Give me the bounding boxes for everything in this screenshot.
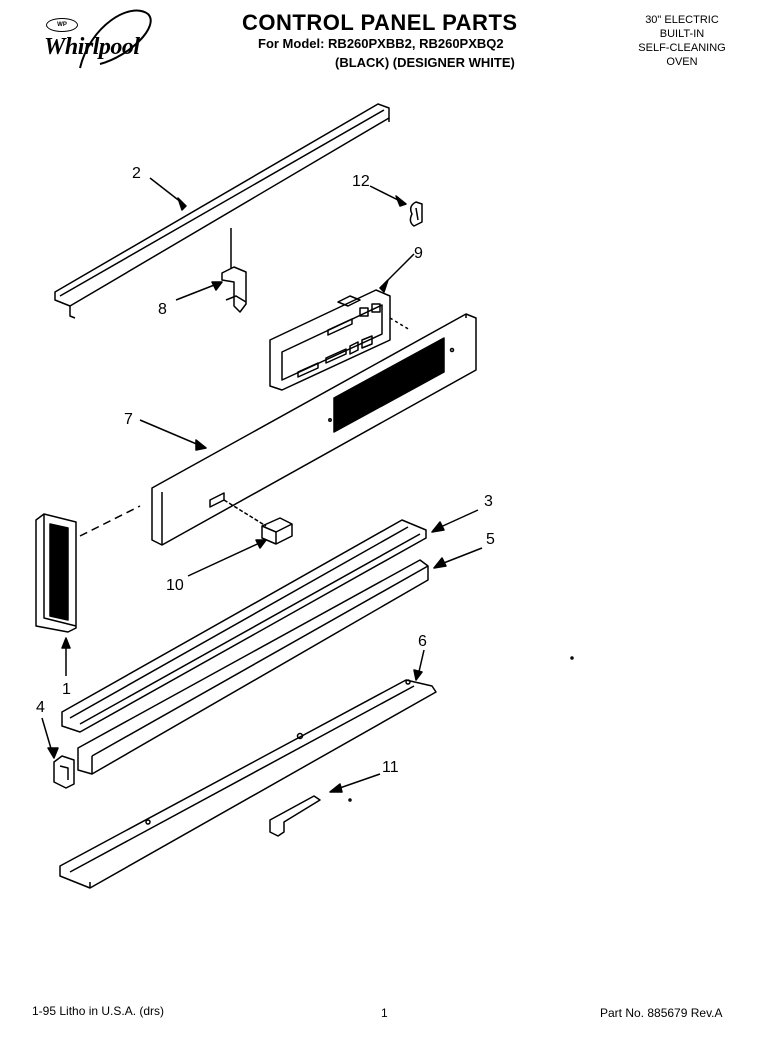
callout-7: 7: [124, 411, 133, 428]
page-number: 1: [381, 1006, 388, 1020]
part-6-bottom-channel: [59, 679, 437, 889]
callout-6: 6: [418, 633, 427, 650]
whirlpool-logo: WP Whirlpool: [20, 6, 180, 76]
callout-8: 8: [158, 301, 167, 318]
litho-note: 1-95 Litho in U.S.A. (drs): [32, 1004, 165, 1018]
part-10-switch: [223, 499, 293, 545]
oven-info: 30" ELECTRIC BUILT-IN SELF-CLEANING OVEN: [630, 13, 734, 69]
callout-3: 3: [484, 493, 493, 510]
callout-10: 10: [166, 577, 184, 594]
logo-swoosh: [79, 9, 152, 69]
part-3-upper-rail: [61, 519, 427, 733]
logo-badge: WP: [46, 18, 78, 32]
callout-9: 9: [414, 245, 423, 262]
callout-12: 12: [352, 173, 370, 190]
callout-leaders: [41, 177, 574, 802]
part-7-control-panel: [151, 313, 477, 546]
part-9-control-overlay: [269, 289, 411, 391]
page-title: CONTROL PANEL PARTS: [242, 10, 518, 35]
part-11-small-bracket: [269, 795, 321, 837]
callout-1: 1: [62, 681, 71, 698]
part-number: Part No. 885679 Rev.A: [600, 1006, 723, 1020]
logo-wordmark: Whirlpool: [44, 34, 140, 60]
model-line: For Model: RB260PXBB2, RB260PXBQ2: [258, 36, 504, 51]
variant-line: (BLACK) (DESIGNER WHITE): [335, 55, 515, 70]
callout-5: 5: [486, 531, 495, 548]
part-8-bracket: [221, 228, 247, 313]
oven-info-line: 30" ELECTRIC: [645, 14, 719, 26]
oven-info-line: OVEN: [666, 56, 698, 68]
part-2-top-trim: [54, 103, 390, 319]
oven-info-line: SELF-CLEANING: [638, 42, 726, 54]
callout-4: 4: [36, 699, 45, 716]
callout-2: 2: [132, 165, 141, 182]
part-4-clip: [53, 755, 75, 789]
part-5-lower-rail: [77, 559, 429, 775]
part-12-clip: [409, 201, 423, 227]
oven-info-line: BUILT-IN: [659, 28, 705, 40]
part-1-end-cap: [35, 505, 141, 633]
callout-11: 11: [382, 759, 399, 776]
